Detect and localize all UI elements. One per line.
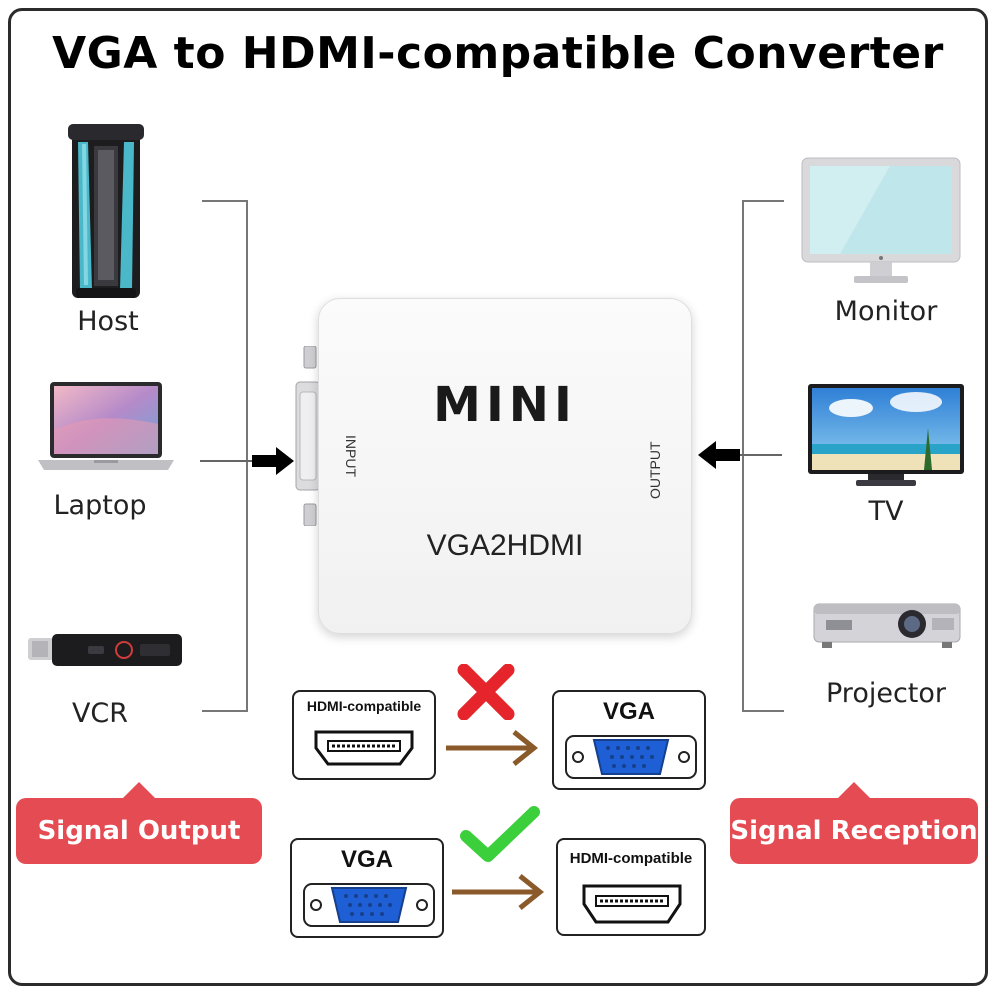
left-connector-line [200, 460, 260, 462]
output-arrow-icon [696, 440, 742, 470]
page-title: VGA to HDMI-compatible Converter [52, 28, 944, 79]
converter-output-label: OUTPUT [647, 441, 663, 499]
hdmi-port-icon [580, 880, 684, 928]
monitor-label: Monitor [834, 296, 938, 327]
input-arrow-icon [250, 446, 296, 476]
vga-source-box: VGA [290, 838, 444, 938]
hdmi-target-label: HDMI-compatible [569, 850, 693, 867]
laptop-label: Laptop [53, 490, 147, 521]
vga-source-label: VGA [340, 846, 393, 873]
converter-input-label: INPUT [343, 435, 359, 477]
cross-icon [456, 663, 516, 721]
hdmi-port-icon [312, 726, 416, 770]
hdmi-source-box: HDMI-compatible [292, 690, 436, 780]
converter-brand: MINI [433, 377, 577, 433]
converter-box: MINI VGA2HDMI INPUT OUTPUT [318, 298, 692, 634]
laptop-icon [36, 380, 176, 472]
check-icon [460, 806, 540, 864]
hdmi-target-box: HDMI-compatible [556, 838, 706, 936]
host-label: Host [77, 306, 139, 337]
valid-arrow-icon [452, 872, 548, 912]
right-connector-line [736, 454, 782, 456]
projector-label: Projector [826, 678, 946, 709]
vga-connector-icon [290, 345, 322, 527]
host-tower-icon [66, 120, 146, 302]
invalid-arrow-icon [446, 728, 542, 768]
vga-target-label: VGA [602, 698, 655, 725]
hdmi-source-label: HDMI-compatible [306, 698, 422, 714]
vcr-icon [28, 630, 182, 670]
signal-output-badge: Signal Output [16, 782, 262, 864]
tv-icon [806, 382, 966, 488]
vcr-label: VCR [71, 698, 129, 729]
projector-icon [812, 598, 962, 650]
vga-port-icon [564, 732, 698, 782]
vga-target-box: VGA [552, 690, 706, 790]
monitor-icon [800, 156, 962, 286]
signal-reception-badge: Signal Reception [730, 782, 978, 864]
tv-label: TV [868, 496, 904, 527]
converter-model: VGA2HDMI [426, 529, 584, 562]
left-connector-bracket [202, 200, 248, 712]
vga-port-icon [302, 880, 436, 930]
right-connector-bracket [742, 200, 784, 712]
